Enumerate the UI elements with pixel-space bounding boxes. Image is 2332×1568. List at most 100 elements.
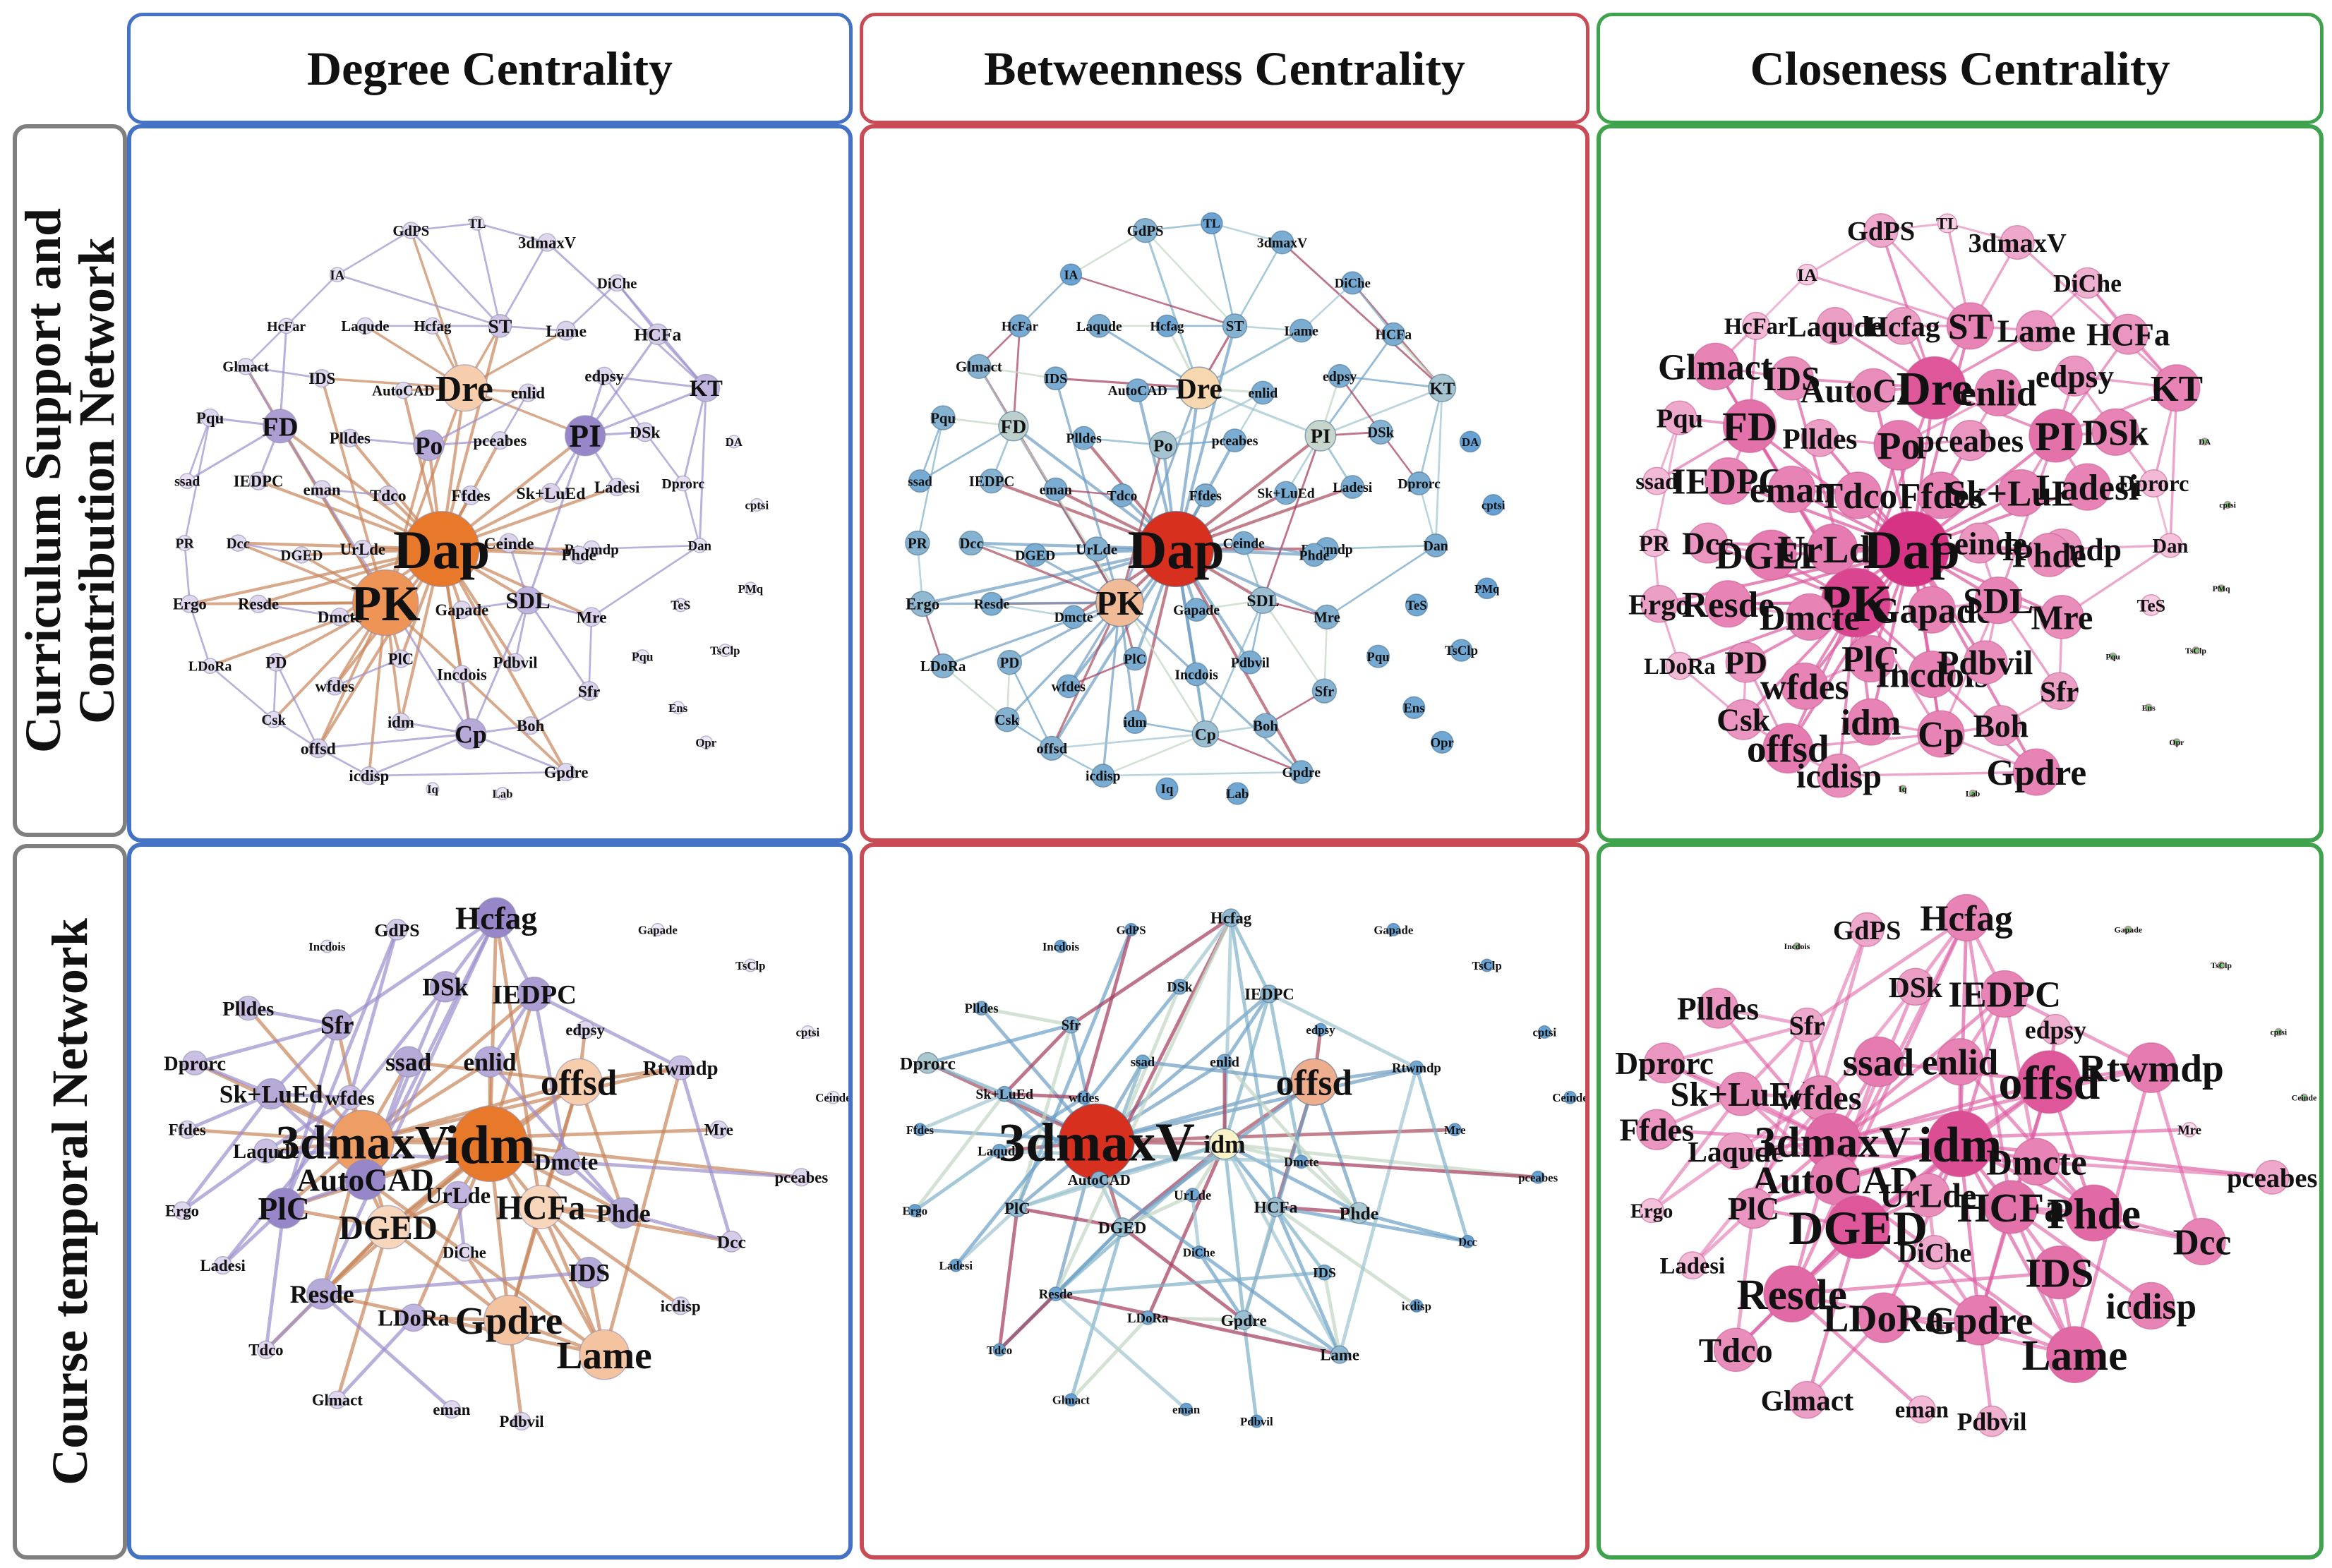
node-label: Plldes bbox=[222, 998, 274, 1020]
node-circle bbox=[1719, 1071, 1763, 1116]
node-label: DA bbox=[726, 435, 743, 449]
row-label-support-network: Curriculum Support and Contribution Netw… bbox=[13, 124, 127, 837]
node-circle bbox=[1704, 580, 1753, 628]
network-node: Lab bbox=[1966, 789, 1981, 799]
node-circle bbox=[451, 1105, 529, 1183]
node-label: cptsi bbox=[1532, 1025, 1556, 1039]
node-label: Sfr bbox=[1789, 1011, 1825, 1041]
node-label: Hcfag bbox=[1920, 899, 2013, 939]
network-node: Resde bbox=[290, 1278, 354, 1310]
node-circle bbox=[1826, 1195, 1890, 1260]
node-circle bbox=[997, 649, 1023, 675]
node-label: TeS bbox=[1406, 598, 1427, 613]
network-edge bbox=[1054, 917, 1233, 1295]
node-circle bbox=[1270, 230, 1294, 255]
network-node: Po bbox=[1148, 430, 1178, 460]
network-edge bbox=[1121, 1226, 1245, 1322]
node-label: Rtwmdp bbox=[2079, 1047, 2224, 1090]
network-node: PMq bbox=[738, 581, 764, 596]
network-node: Csk bbox=[1717, 699, 1771, 740]
network-node: DiChe bbox=[2053, 267, 2122, 299]
node-label: Ffdes bbox=[451, 487, 490, 505]
node-circle bbox=[1949, 420, 1991, 462]
network-node: Pdbvil bbox=[1240, 1414, 1273, 1428]
node-label: TsClp bbox=[1445, 644, 1478, 658]
node-label: PlC bbox=[1004, 1200, 1030, 1217]
node-circle bbox=[1788, 1380, 1827, 1419]
node-circle bbox=[1450, 639, 1473, 662]
network-node: icdisp bbox=[349, 766, 389, 785]
network-edge bbox=[335, 1226, 390, 1401]
network-edge bbox=[1050, 548, 1177, 749]
node-label: pceabes bbox=[1212, 433, 1258, 449]
network-node: PR bbox=[175, 535, 195, 551]
node-label: Resde bbox=[1736, 1271, 1847, 1319]
node-label: DGED bbox=[1789, 1201, 1928, 1255]
network-node: Tdco bbox=[987, 1343, 1012, 1357]
network-edge bbox=[368, 771, 567, 777]
network-node: AutoCAD bbox=[1107, 378, 1167, 403]
node-circle bbox=[176, 535, 193, 551]
node-circle bbox=[552, 1147, 581, 1176]
network-node: Sk+LuEd bbox=[1671, 1071, 1811, 1116]
network-node: Dap bbox=[393, 510, 490, 588]
node-label: Ceinde bbox=[1931, 525, 2027, 561]
node-circle bbox=[1763, 1265, 1821, 1323]
node-circle bbox=[980, 591, 1004, 616]
network-node: cptsi bbox=[2219, 500, 2236, 510]
node-label: PMq bbox=[1474, 582, 1500, 596]
node-label: Ffdes bbox=[1899, 476, 1983, 517]
network-node: Sk+LuEd bbox=[220, 1078, 323, 1110]
network-edge bbox=[2036, 1159, 2273, 1179]
node-label: PlC bbox=[1124, 651, 1146, 667]
node-circle bbox=[263, 409, 298, 444]
network-edge bbox=[1717, 1007, 1834, 1143]
node-label: Mre bbox=[1444, 1123, 1466, 1137]
node-circle bbox=[692, 373, 721, 402]
node-label: edpsy bbox=[2025, 1015, 2086, 1044]
network-node: Pdbvil bbox=[1957, 1405, 2027, 1437]
node-circle bbox=[974, 1001, 989, 1016]
node-circle bbox=[312, 480, 332, 499]
network-edge bbox=[320, 1292, 453, 1411]
node-label: pceabes bbox=[2227, 1164, 2317, 1193]
node-label: Gapade bbox=[638, 923, 678, 936]
network-node: Mre bbox=[704, 1120, 733, 1139]
network-node: Gpdre bbox=[1986, 748, 2086, 796]
node-circle bbox=[908, 1203, 922, 1218]
network-node: Hcfag bbox=[1150, 314, 1184, 338]
network-node: DiChe bbox=[1897, 1234, 1971, 1270]
network-node: Tdco bbox=[248, 1340, 284, 1360]
network-edge bbox=[970, 541, 1120, 604]
network-node: Ens bbox=[1402, 696, 1426, 719]
node-label: Resde bbox=[1039, 1287, 1073, 1302]
network-edge bbox=[1162, 392, 1264, 447]
node-label: UrLde bbox=[340, 541, 385, 558]
node-circle bbox=[1786, 593, 1834, 641]
node-circle bbox=[718, 644, 732, 658]
network-node: Mre bbox=[2177, 1121, 2201, 1138]
node-circle bbox=[1906, 1173, 1951, 1217]
node-label: AutoCAD bbox=[1752, 1159, 1919, 1202]
node-label: Hcfag bbox=[1210, 909, 1252, 927]
network-node: Ceinde bbox=[2292, 1092, 2317, 1102]
network-node: LDoRa bbox=[188, 658, 232, 675]
network-node: DiChe bbox=[1335, 271, 1371, 295]
network-node: ssad bbox=[1635, 466, 1678, 495]
node-label: Ceinde bbox=[2292, 1092, 2317, 1102]
network-edge bbox=[1832, 1066, 2152, 1144]
node-circle bbox=[1184, 598, 1209, 622]
node-circle bbox=[671, 1296, 690, 1315]
node-circle bbox=[582, 607, 602, 627]
network-node: edpsy bbox=[2025, 1013, 2086, 1046]
network-node: offsd bbox=[301, 738, 336, 759]
node-circle bbox=[248, 594, 268, 613]
node-circle bbox=[325, 677, 344, 696]
node-label: Boh bbox=[1253, 719, 1278, 735]
network-edge bbox=[1118, 445, 1165, 603]
network-edge bbox=[1358, 1211, 1469, 1243]
node-label: Glmact bbox=[956, 360, 1002, 375]
network-edge bbox=[1434, 387, 1443, 545]
node-circle bbox=[1124, 922, 1138, 936]
node-circle bbox=[573, 1256, 605, 1289]
